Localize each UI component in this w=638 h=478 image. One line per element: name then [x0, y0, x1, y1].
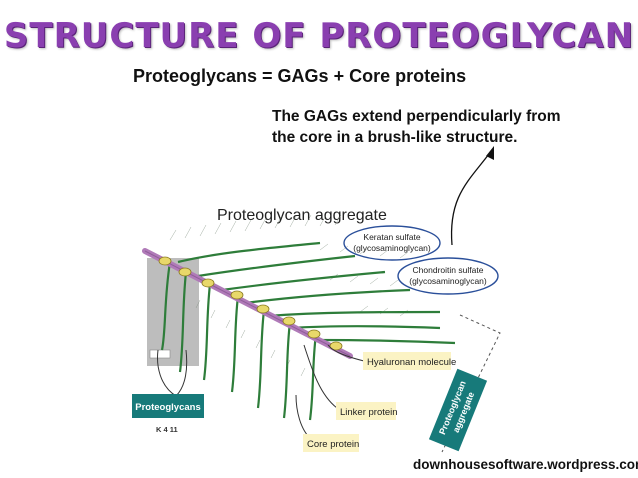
- note-arrow: [450, 149, 493, 246]
- note-arrow-head: [486, 146, 494, 160]
- linker-label-box: [336, 402, 396, 420]
- core-label-box: [303, 434, 359, 452]
- aggregate-box: Proteoglycan aggregate: [428, 368, 488, 452]
- figure-title: Proteoglycan aggregate: [217, 207, 387, 224]
- figure-code: K 4 11: [156, 425, 178, 434]
- hyaluronan-label: Hyaluronan molecule: [367, 357, 456, 368]
- gag-strands-vertical: [160, 261, 318, 421]
- gag-note-line-2: the core in a brush-like structure.: [272, 129, 518, 146]
- gag-note-line-1: The GAGs extend perpendicularly from: [272, 108, 561, 125]
- hyaluronan-label-box: [363, 352, 451, 370]
- linker-label: Linker protein: [340, 407, 398, 418]
- proteoglycan-side-slot: [149, 349, 171, 359]
- page-title: STRUCTURE OF PROTEOGLYCAN: [3, 16, 635, 56]
- proteoglycans-box: [132, 394, 204, 418]
- gag-strands-horizontal: [177, 241, 456, 345]
- core-label: Core protein: [307, 439, 359, 450]
- chondroitin-ellipse: [397, 257, 499, 295]
- chondroitin-label-2: (glycosaminoglycan): [409, 276, 487, 286]
- keratan-label-1: Keratan sulfate: [363, 232, 420, 242]
- proteoglycans-label: Proteoglycans: [135, 402, 200, 413]
- keratan-label-2: (glycosaminoglycan): [353, 243, 431, 253]
- credit-text: downhousesoftware.wordpress.com: [413, 457, 638, 472]
- gag-note: The GAGs extend perpendicularly from the…: [272, 106, 602, 148]
- keratan-ellipse: [343, 225, 441, 261]
- chondroitin-label-1: Chondroitin sulfate: [413, 265, 484, 275]
- subtitle: Proteoglycans = GAGs + Core proteins: [133, 66, 467, 86]
- core-protein-beads: [158, 256, 343, 351]
